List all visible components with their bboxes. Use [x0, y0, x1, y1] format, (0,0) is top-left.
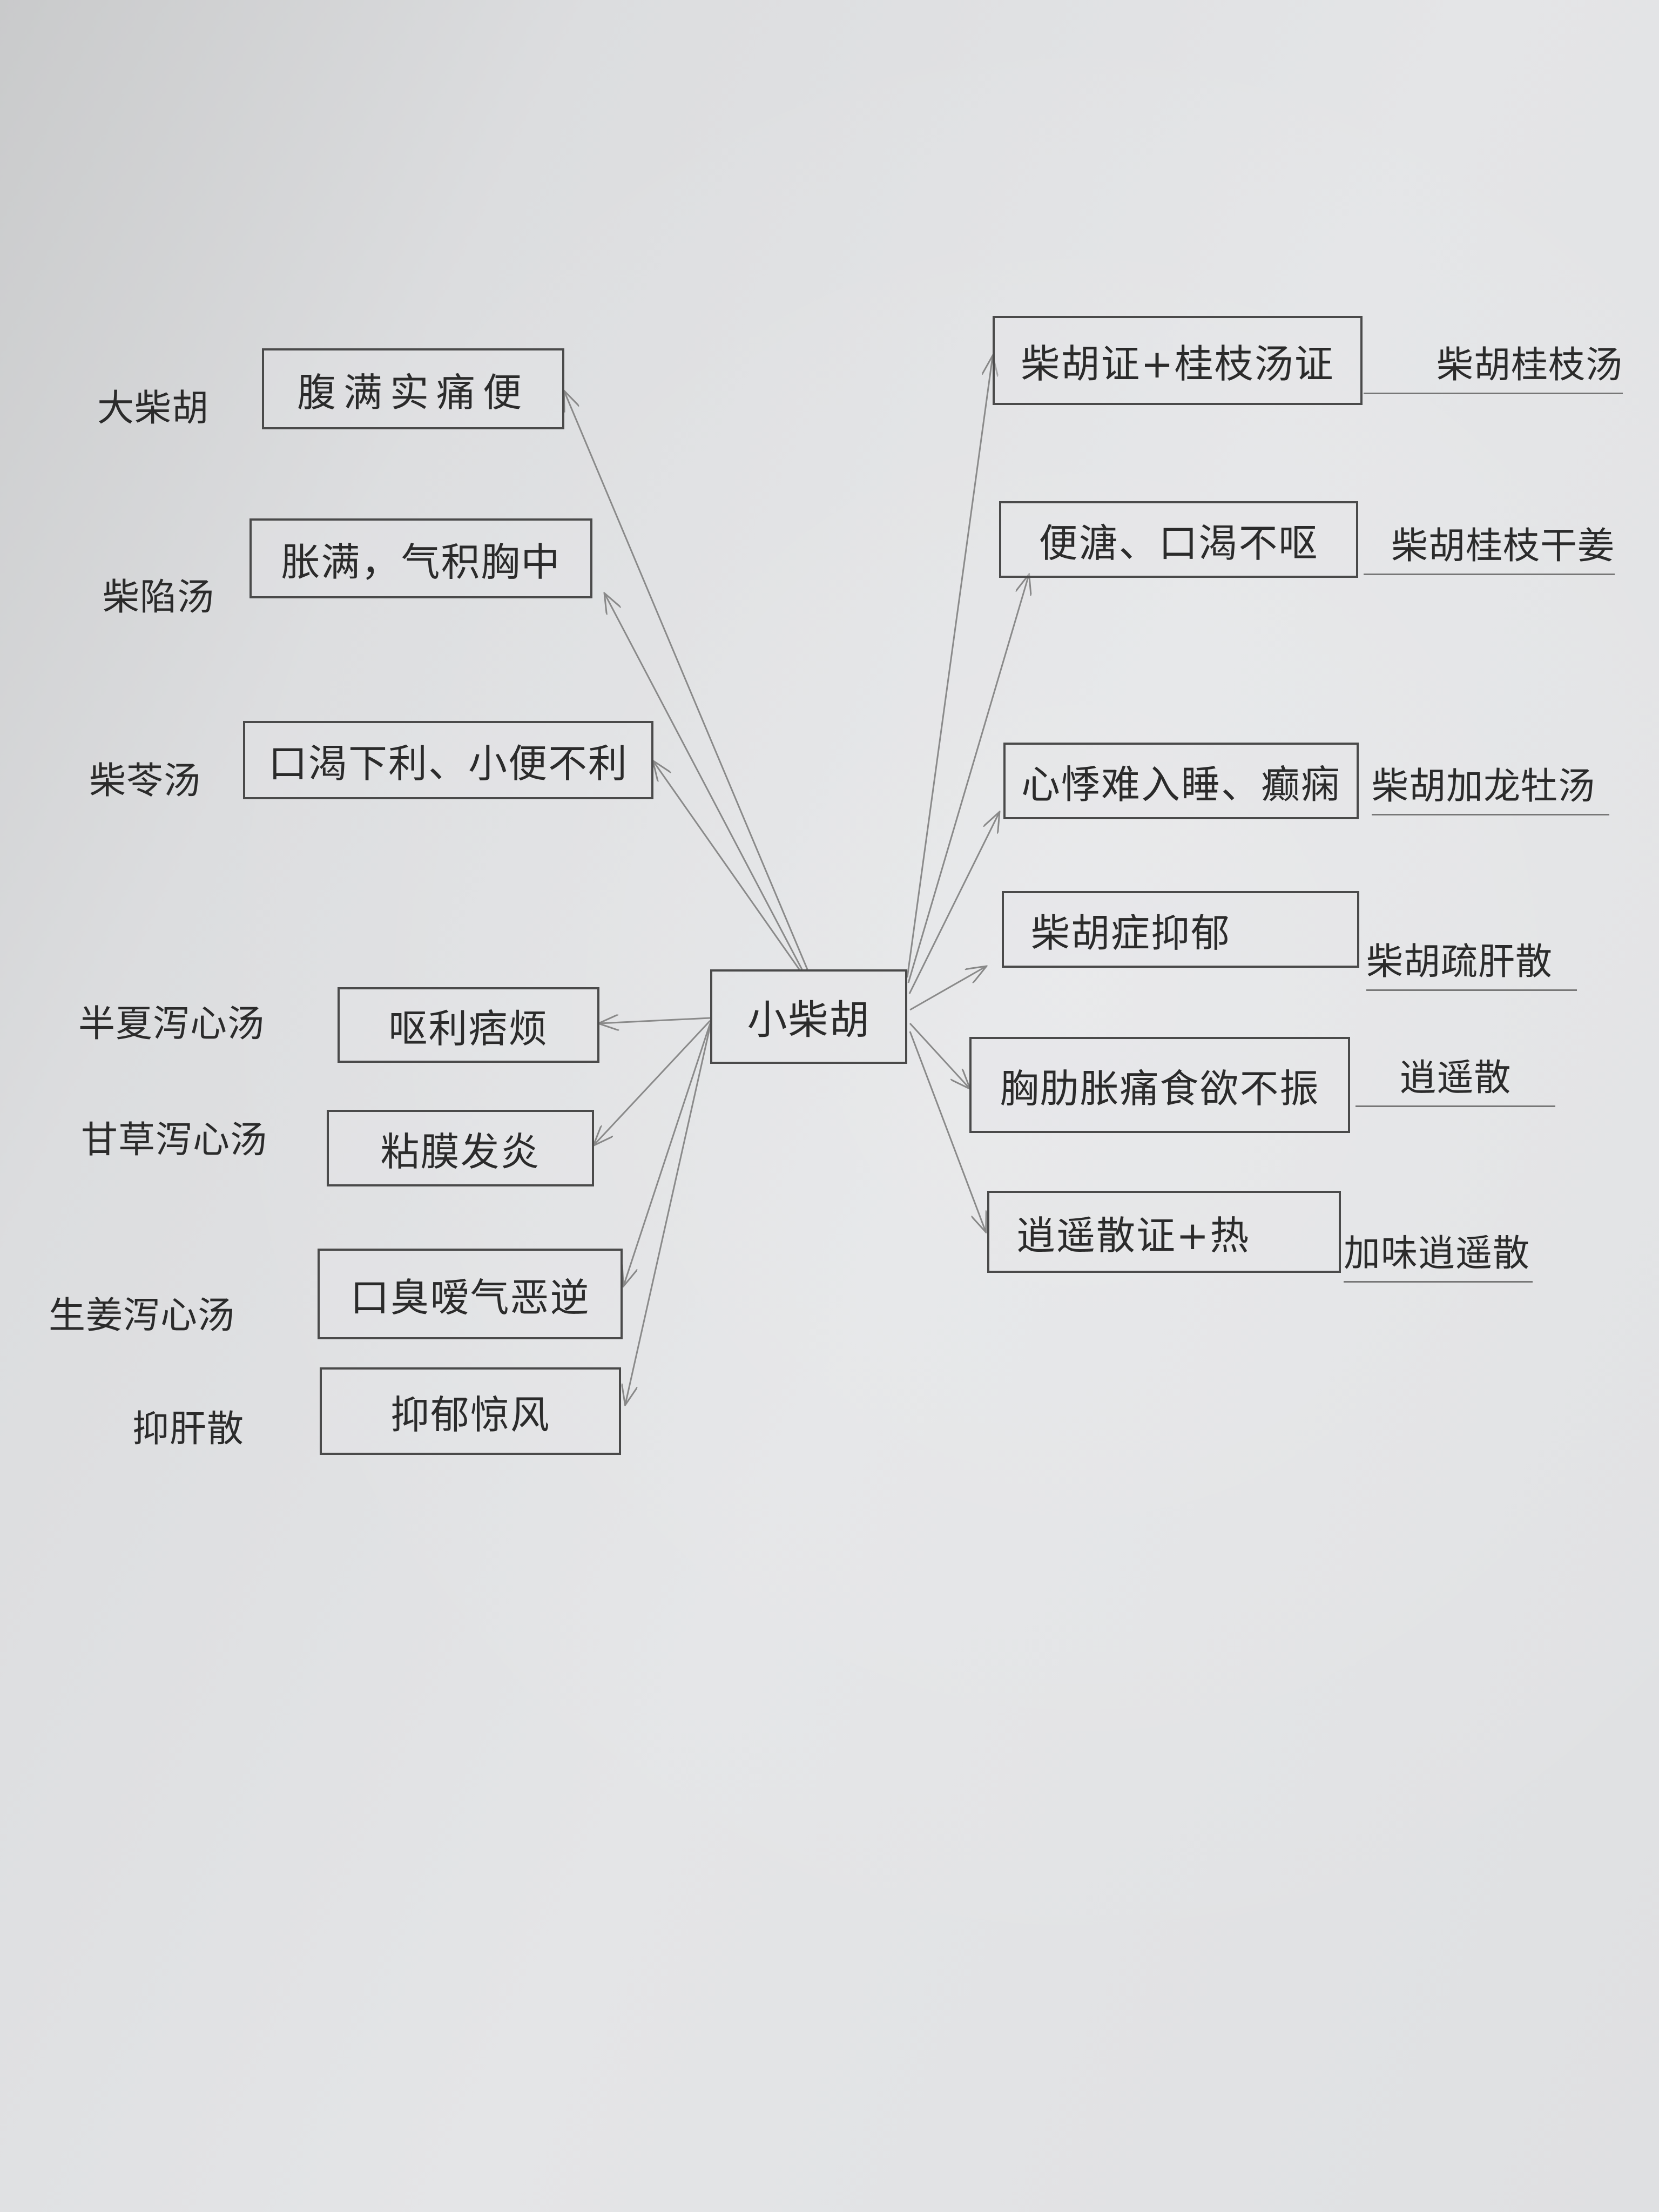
right-condition-2: 便溏、口渴不呕 [999, 501, 1358, 578]
arrow-to-right-6 [909, 1031, 986, 1231]
right-formula-2: 柴胡桂枝干姜 [1364, 516, 1615, 575]
left-condition-2: 胀满，气积胸中 [249, 518, 592, 598]
left-condition-5: 粘膜发炎 [327, 1110, 594, 1186]
left-condition-6: 口臭嗳气恶逆 [318, 1249, 623, 1339]
left-formula-2: 柴陷汤 [103, 576, 215, 619]
arrow-to-left-1 [564, 392, 808, 970]
arrow-to-right-5 [909, 1022, 969, 1088]
right-condition-1: 柴胡证+桂枝汤证 [993, 316, 1363, 405]
arrow-to-left-2 [605, 594, 803, 970]
arrow-to-right-3 [908, 813, 999, 994]
arrow-to-left-6 [624, 1023, 711, 1285]
left-condition-1: 腹满实痛便 [262, 348, 564, 429]
left-formula-7: 抑肝散 [132, 1408, 245, 1451]
arrow-to-right-1 [906, 356, 993, 978]
arrow-to-right-2 [907, 575, 1029, 983]
right-formula-5: 逍遥散 [1355, 1048, 1555, 1107]
right-condition-4: 柴胡症抑郁 [1002, 891, 1359, 968]
arrow-to-left-3 [653, 761, 800, 970]
right-formula-6: 加味逍遥散 [1344, 1223, 1533, 1283]
arrow-to-left-4 [599, 1018, 711, 1023]
left-condition-4: 呕利痞烦 [338, 987, 599, 1063]
arrow-to-right-4 [909, 967, 986, 1011]
left-formula-4: 半夏泻心汤 [78, 1003, 265, 1046]
left-formula-5: 甘草泻心汤 [81, 1119, 268, 1162]
right-condition-6: 逍遥散证+热 [987, 1191, 1341, 1273]
center-node: 小柴胡 [710, 969, 907, 1064]
right-formula-4: 柴胡疏肝散 [1366, 932, 1577, 991]
right-condition-5: 胸肋胀痛食欲不振 [969, 1037, 1350, 1133]
left-formula-1: 大柴胡 [97, 387, 210, 430]
left-condition-3: 口渴下利、小便不利 [243, 721, 653, 799]
left-condition-7: 抑郁惊风 [320, 1367, 621, 1455]
left-formula-6: 生姜泻心汤 [49, 1294, 235, 1337]
left-formula-3: 柴苓汤 [89, 760, 201, 802]
right-formula-3: 柴胡加龙牡汤 [1372, 756, 1609, 815]
arrow-to-left-7 [625, 1026, 711, 1404]
right-condition-3: 心悸难入睡、癫痫 [1003, 743, 1359, 819]
right-formula-1: 柴胡桂枝汤 [1364, 335, 1623, 394]
arrow-to-left-5 [594, 1020, 711, 1145]
